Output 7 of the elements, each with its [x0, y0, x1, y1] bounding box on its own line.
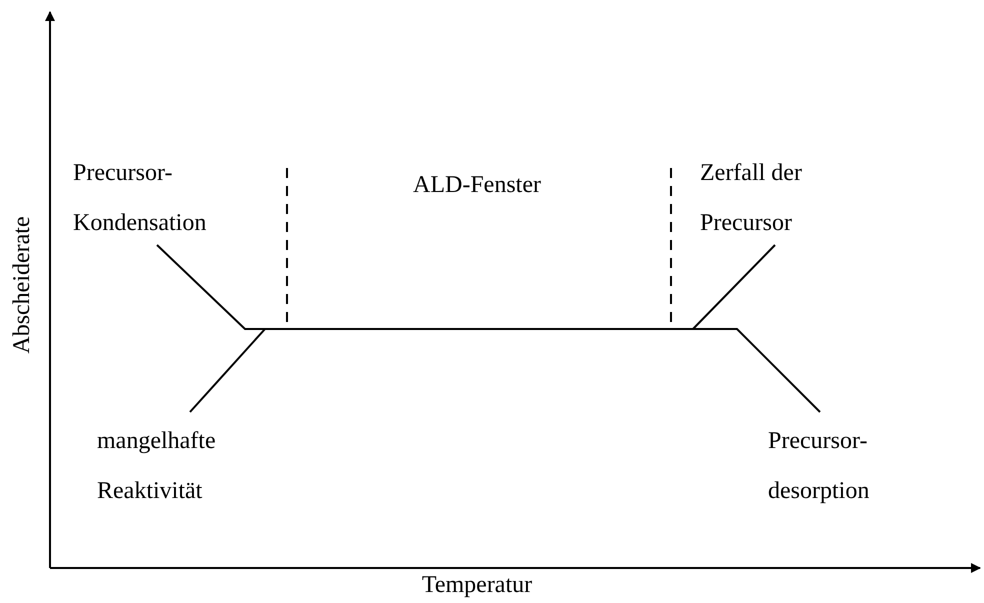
- region-label: Precursor- desorption: [768, 427, 870, 506]
- region-label: mangelhafte Reaktivität: [97, 427, 217, 506]
- axis-title: Abscheiderate: [8, 215, 36, 356]
- region-label: ALD-Fenster: [412, 171, 542, 200]
- region-label: Zerfall der Precursor: [700, 159, 803, 238]
- axis-title: Temperatur: [420, 571, 534, 600]
- region-label: Precursor- Kondensation: [73, 159, 208, 238]
